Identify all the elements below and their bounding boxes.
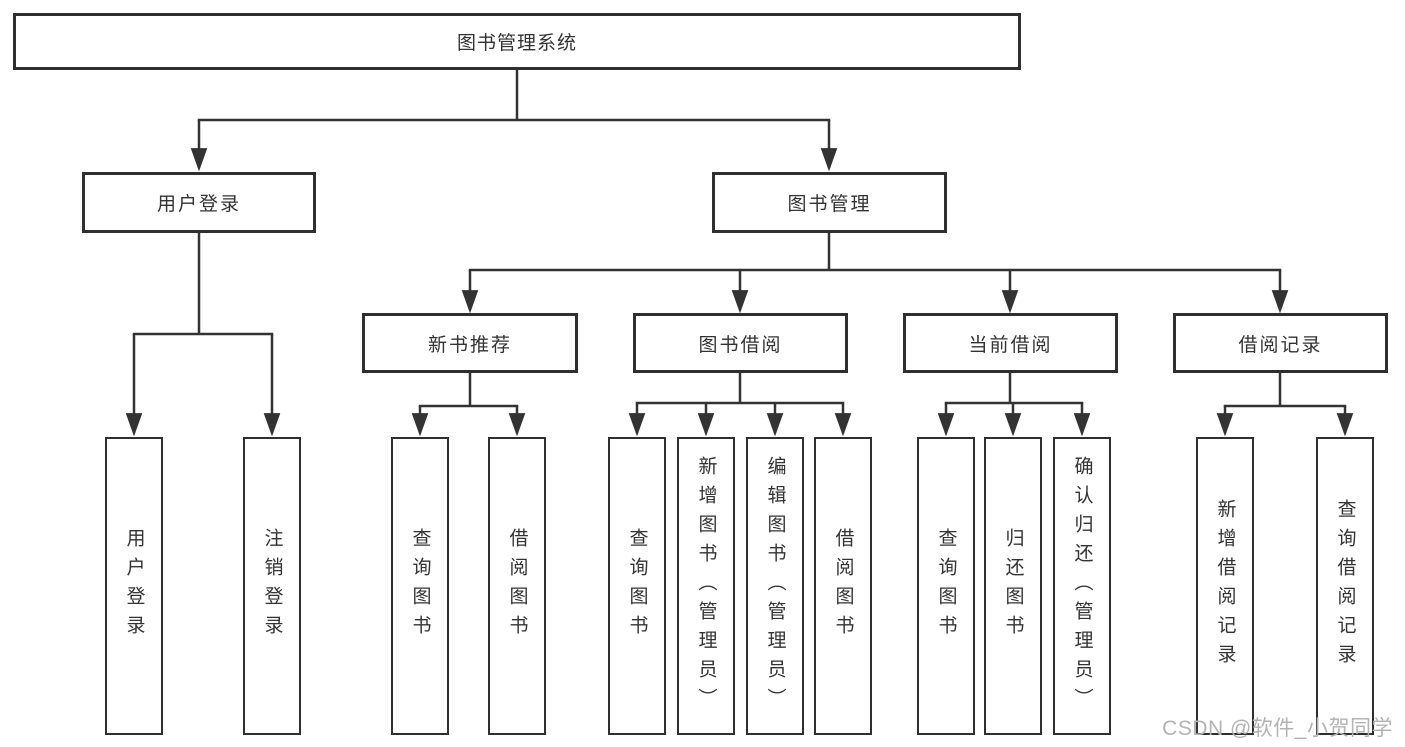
- leaf-add-borrow-record-label: 新增借阅记录: [1214, 499, 1236, 673]
- leaf-edit-book-admin: 编辑图书（管理员）: [746, 437, 804, 735]
- connector-arrows: [125, 120, 1354, 437]
- node-book-borrowing: 图书借阅: [633, 313, 848, 373]
- leaf-borrow-books-borrowing-label: 借阅图书: [832, 528, 854, 644]
- leaf-return-book-label: 归还图书: [1002, 528, 1024, 644]
- leaf-add-book-admin: 新增图书（管理员）: [677, 437, 735, 735]
- leaf-query-books-borrowing: 查询图书: [608, 437, 666, 735]
- leaf-query-books-recommend-label: 查询图书: [409, 528, 431, 644]
- leaf-query-books-current-label: 查询图书: [935, 528, 957, 644]
- leaf-return-book: 归还图书: [984, 437, 1042, 735]
- node-user-login: 用户登录: [82, 172, 316, 233]
- leaf-add-borrow-record: 新增借阅记录: [1196, 437, 1254, 735]
- node-new-book-recommend: 新书推荐: [362, 313, 578, 373]
- leaf-add-book-admin-label: 新增图书（管理员）: [695, 455, 717, 717]
- leaf-user-login: 用户登录: [105, 437, 163, 735]
- leaf-query-borrow-record-label: 查询借阅记录: [1334, 499, 1356, 673]
- leaf-confirm-return-admin: 确认归还（管理员）: [1053, 437, 1111, 735]
- leaf-query-books-recommend: 查询图书: [391, 437, 449, 735]
- leaf-query-books-borrowing-label: 查询图书: [626, 528, 648, 644]
- leaf-query-borrow-record: 查询借阅记录: [1316, 437, 1374, 735]
- leaf-edit-book-admin-label: 编辑图书（管理员）: [764, 455, 786, 717]
- leaf-borrow-books-recommend: 借阅图书: [488, 437, 546, 735]
- leaf-confirm-return-admin-label: 确认归还（管理员）: [1071, 455, 1093, 717]
- leaf-logout-label: 注销登录: [261, 528, 283, 644]
- node-system-root: 图书管理系统: [13, 13, 1021, 70]
- leaf-user-login-label: 用户登录: [123, 528, 145, 644]
- watermark-text: CSDN @软件_小贺同学: [1162, 717, 1393, 740]
- node-current-borrowing: 当前借阅: [903, 313, 1118, 373]
- node-book-management: 图书管理: [712, 172, 947, 233]
- connector-trunks: [132, 68, 1347, 408]
- leaf-query-books-current: 查询图书: [917, 437, 975, 735]
- leaf-logout: 注销登录: [243, 437, 301, 735]
- node-borrowing-records: 借阅记录: [1173, 313, 1388, 373]
- leaf-borrow-books-borrowing: 借阅图书: [814, 437, 872, 735]
- leaf-borrow-books-recommend-label: 借阅图书: [506, 528, 528, 644]
